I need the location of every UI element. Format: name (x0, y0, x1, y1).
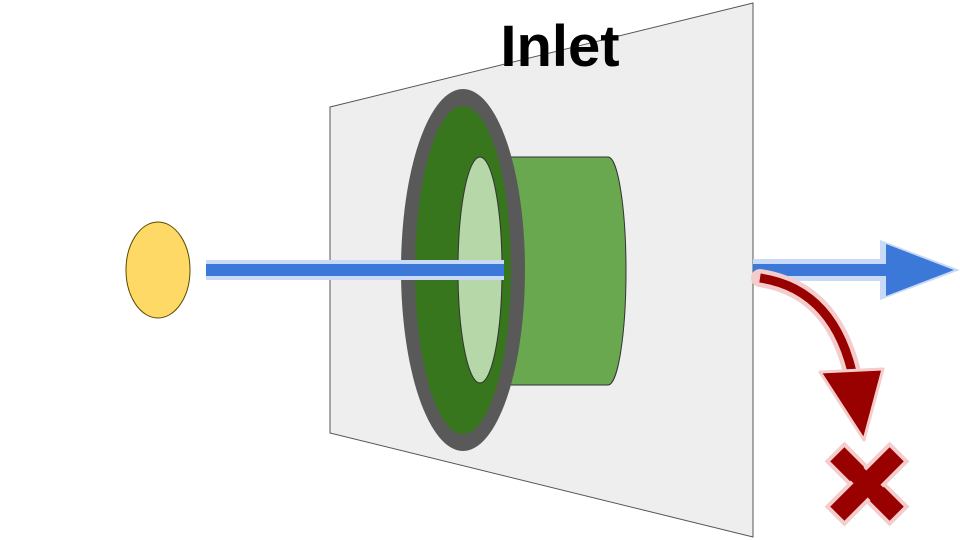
particle-dot (125, 221, 191, 319)
pass-through-arrow (753, 240, 960, 300)
deflected-arrow (751, 269, 885, 442)
reject-x-icon (824, 441, 910, 527)
diagram-title: Inlet (500, 14, 620, 79)
incoming-beam (206, 260, 504, 280)
